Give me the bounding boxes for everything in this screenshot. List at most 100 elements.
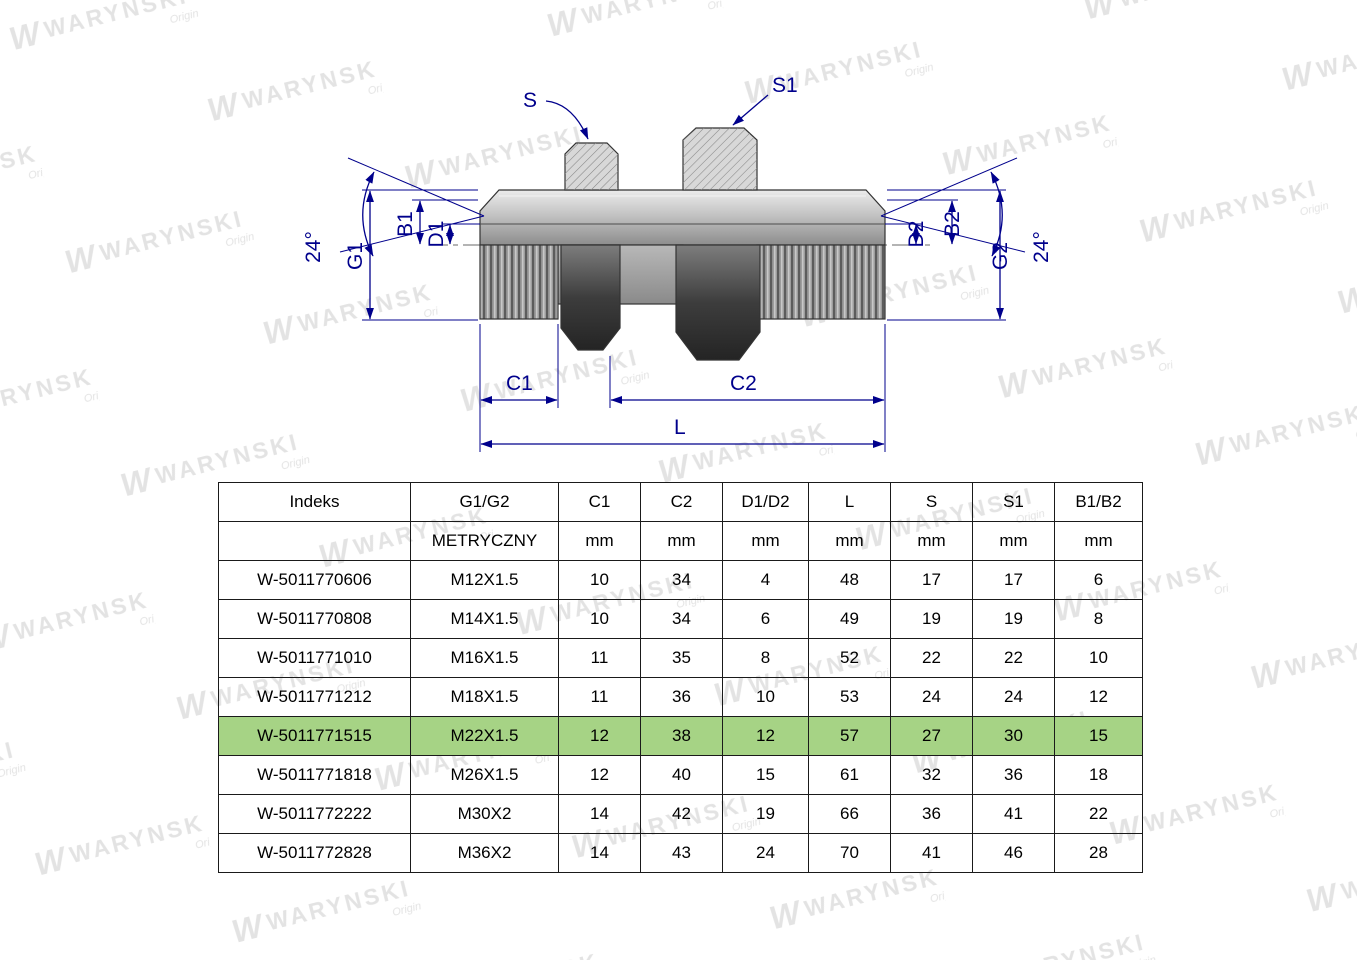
col-header-c1: C1 xyxy=(558,482,641,522)
dim-c2: C2 xyxy=(609,324,886,452)
units-cell: mm xyxy=(890,521,973,561)
label-c1: C1 xyxy=(506,372,533,395)
table-cell: M14X1.5 xyxy=(410,599,559,639)
label-b2: B2 xyxy=(941,211,964,237)
dim-c1: C1 xyxy=(479,324,559,452)
table-cell: 36 xyxy=(890,794,973,834)
table-cell: 11 xyxy=(558,677,641,717)
table-cell: 32 xyxy=(890,755,973,795)
col-header-l: L xyxy=(808,482,891,522)
table-cell: 19 xyxy=(972,599,1055,639)
col-header-c2: C2 xyxy=(640,482,723,522)
label-c2: C2 xyxy=(730,372,757,395)
table-cell: 24 xyxy=(722,833,809,873)
dim-angle-right: 24° xyxy=(880,157,1053,263)
table-cell: 41 xyxy=(972,794,1055,834)
table-cell: 42 xyxy=(640,794,723,834)
units-cell: mm xyxy=(722,521,809,561)
table-cell: 27 xyxy=(890,716,973,756)
table-cell: 52 xyxy=(808,638,891,678)
units-cell: mm xyxy=(1054,521,1143,561)
table-cell: W-5011771818 xyxy=(218,755,411,795)
label-l: L xyxy=(674,416,686,439)
table-cell: 24 xyxy=(890,677,973,717)
table-cell: M26X1.5 xyxy=(410,755,559,795)
leader-s1: S1 xyxy=(732,74,798,126)
dim-l: L xyxy=(480,416,885,448)
table-cell: 12 xyxy=(1054,677,1143,717)
table-cell: 15 xyxy=(1054,716,1143,756)
label-b1: B1 xyxy=(394,211,417,237)
table-cell: 40 xyxy=(640,755,723,795)
table-cell: 41 xyxy=(890,833,973,873)
table-cell: 8 xyxy=(722,638,809,678)
thread-left xyxy=(479,244,559,320)
table-cell: 15 xyxy=(722,755,809,795)
table-cell: 28 xyxy=(1054,833,1143,873)
table-cell: 36 xyxy=(972,755,1055,795)
table-cell: 12 xyxy=(558,716,641,756)
dim-d1: D1 xyxy=(425,221,480,247)
hex-nut-s1-lower xyxy=(675,244,761,361)
label-g1: G1 xyxy=(344,242,367,270)
leader-s: S xyxy=(523,89,589,140)
table-cell: 10 xyxy=(558,560,641,600)
dim-g1: G1 xyxy=(344,189,478,321)
table-cell: 10 xyxy=(1054,638,1143,678)
hex-nut-s xyxy=(564,142,619,191)
table-cell: 36 xyxy=(640,677,723,717)
table-cell: M22X1.5 xyxy=(410,716,559,756)
table-cell: W-5011771212 xyxy=(218,677,411,717)
table-cell: 22 xyxy=(972,638,1055,678)
dim-angle-left: 24° xyxy=(302,157,485,263)
table-cell: 17 xyxy=(972,560,1055,600)
dimension-table: Indeks G1/G2 C1 C2 D1/D2 L S S1 B1/B2 ME… xyxy=(218,482,1143,873)
table-cell: 34 xyxy=(640,599,723,639)
col-header-s1: S1 xyxy=(972,482,1055,522)
table-cell: 38 xyxy=(640,716,723,756)
table-cell: M30X2 xyxy=(410,794,559,834)
table-cell: 70 xyxy=(808,833,891,873)
table-cell: 66 xyxy=(808,794,891,834)
col-header-b1b2: B1/B2 xyxy=(1054,482,1143,522)
table-cell: 61 xyxy=(808,755,891,795)
table-units-row: METRYCZNY mm mm mm mm mm mm mm xyxy=(218,521,1143,561)
table-cell: 6 xyxy=(722,599,809,639)
table-cell: 22 xyxy=(1054,794,1143,834)
table-header-row: Indeks G1/G2 C1 C2 D1/D2 L S S1 B1/B2 xyxy=(218,482,1143,522)
col-header-s: S xyxy=(890,482,973,522)
table-cell: 4 xyxy=(722,560,809,600)
dim-d2: D2 xyxy=(885,221,928,247)
table-cell: 14 xyxy=(558,833,641,873)
table-cell: M12X1.5 xyxy=(410,560,559,600)
units-cell: mm xyxy=(972,521,1055,561)
fitting-body xyxy=(479,127,886,361)
col-header-g1g2: G1/G2 xyxy=(410,482,559,522)
table-cell: W-5011772222 xyxy=(218,794,411,834)
label-angle-left: 24° xyxy=(302,231,325,263)
units-cell: mm xyxy=(640,521,723,561)
table-cell: 12 xyxy=(558,755,641,795)
hex-nut-s1 xyxy=(682,127,758,191)
table-cell: 46 xyxy=(972,833,1055,873)
table-cell: 12 xyxy=(722,716,809,756)
dim-b1: B1 xyxy=(394,199,478,245)
table-cell: 57 xyxy=(808,716,891,756)
table-cell: 53 xyxy=(808,677,891,717)
table-cell: M18X1.5 xyxy=(410,677,559,717)
units-cell: mm xyxy=(558,521,641,561)
hex-nut-s-lower xyxy=(560,244,621,351)
label-angle-right: 24° xyxy=(1030,231,1053,263)
table-cell: 49 xyxy=(808,599,891,639)
table-cell: 14 xyxy=(558,794,641,834)
technical-drawing: S S1 24° G1 B1 D1 xyxy=(302,74,1053,452)
